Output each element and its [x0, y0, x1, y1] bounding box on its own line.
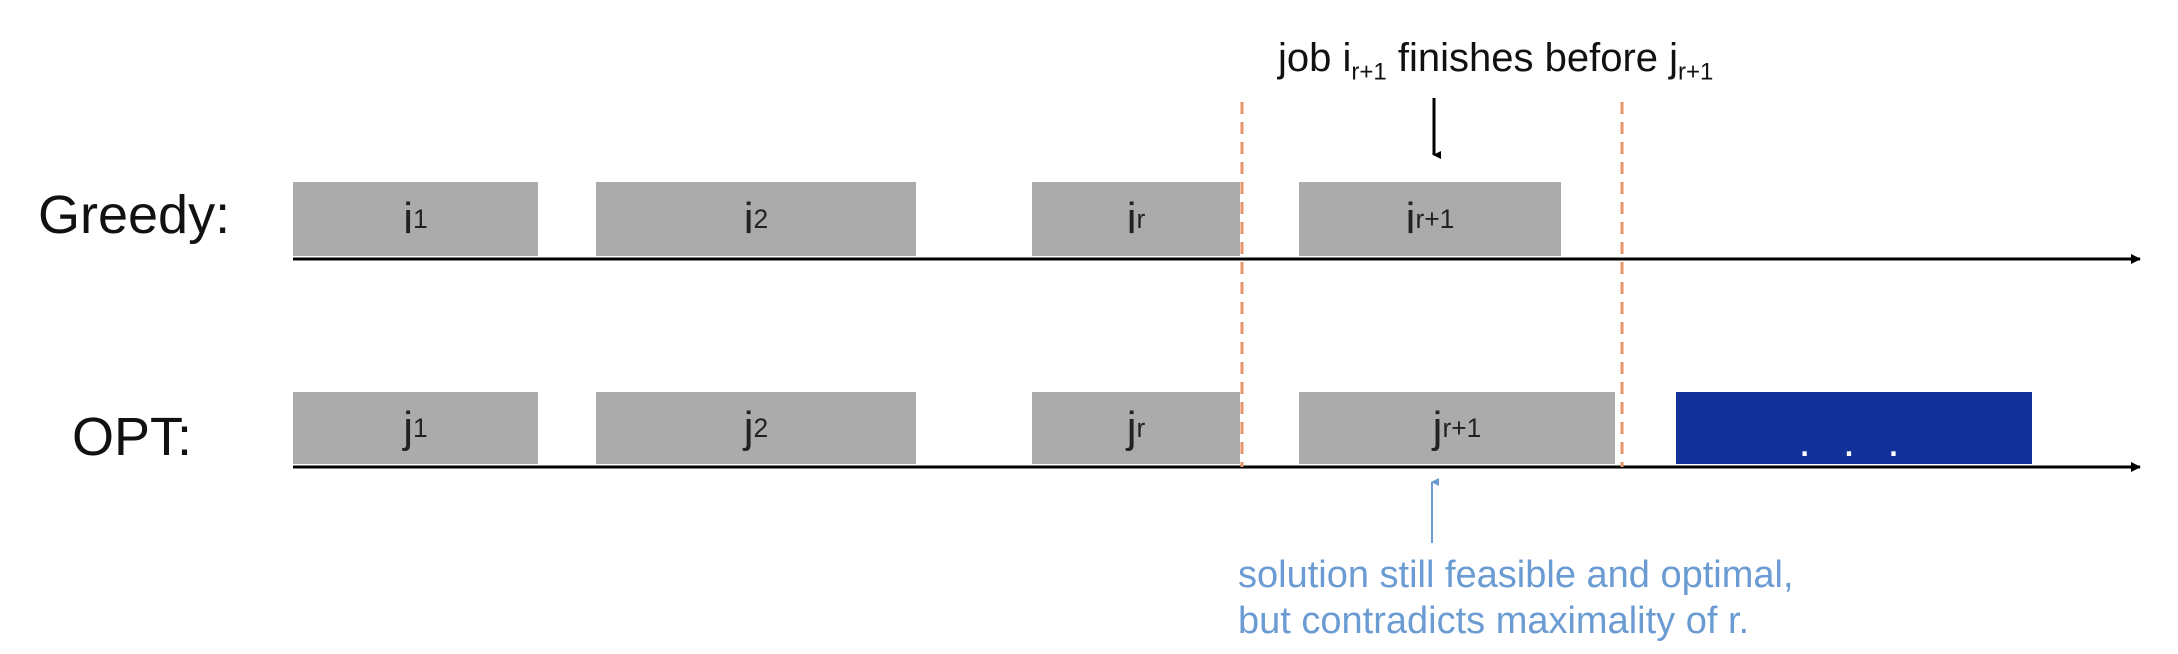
- top-annotation-middle: finishes before: [1386, 36, 1670, 80]
- bottom-annotation-line2: but contradicts maximality of r.: [1238, 600, 1750, 642]
- bottom-annotation-line1: solution still feasible and optimal,: [1238, 554, 1794, 596]
- bottom-annotation: solution still feasible and optimal, but…: [1238, 552, 1794, 644]
- greedy-row-label: Greedy:: [38, 185, 231, 245]
- top-annotation-j: jr+1: [1669, 36, 1714, 86]
- top-annotation: job ir+1 finishes before jr+1: [1278, 38, 1713, 84]
- opt-row-label: OPT:: [72, 407, 193, 467]
- top-annotation-i: ir+1: [1342, 36, 1387, 86]
- top-annotation-prefix: job: [1278, 36, 1343, 80]
- ellipsis-label: . . .: [1798, 417, 1910, 466]
- opt-remaining-jobs-block: . . .: [1676, 392, 2032, 466]
